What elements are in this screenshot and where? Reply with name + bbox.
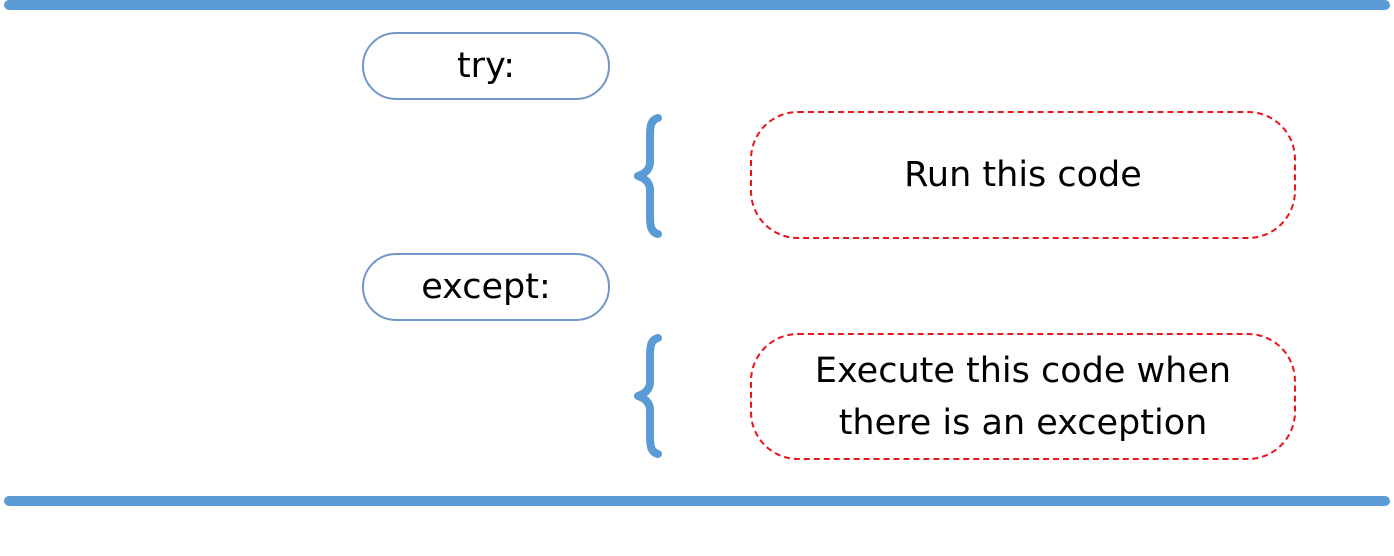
try-action-text: Run this code <box>904 155 1142 195</box>
try-action-box: Run this code <box>750 111 1296 239</box>
except-label: except: <box>421 267 551 307</box>
top-rule <box>4 0 1390 10</box>
except-action-box: Execute this code when there is an excep… <box>750 333 1296 460</box>
except-keyword-box: except: <box>362 253 610 321</box>
try-brace-icon <box>634 114 662 238</box>
try-label: try: <box>456 46 516 86</box>
bottom-rule <box>4 496 1390 506</box>
try-keyword-box: try: <box>362 32 610 100</box>
except-action-text: Execute this code when there is an excep… <box>814 350 1232 443</box>
except-brace-icon <box>634 334 662 458</box>
